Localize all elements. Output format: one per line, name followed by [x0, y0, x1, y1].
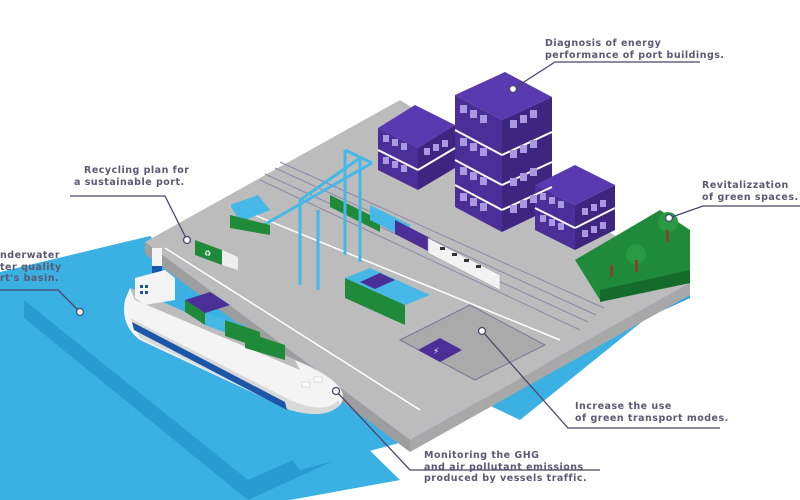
callout-transport-line2: of green transport modes. — [575, 412, 729, 424]
freight-train — [330, 195, 501, 291]
callout-recycling-line2: a sustainable port. — [74, 176, 185, 188]
recycle-icon: ♻ — [204, 249, 211, 258]
electric-charging-icon: ⚡ — [433, 347, 439, 357]
callout-water-line2: ter quality — [0, 261, 62, 273]
port-buildings — [377, 72, 616, 250]
callout-water-line3: rt's basin. — [0, 273, 60, 284]
callout-recycling-line1: Recycling plan for — [84, 165, 190, 176]
recycling-truck: ♻ — [195, 240, 238, 270]
callout-green-line1: Revitalizzation — [702, 180, 789, 191]
callout-energy-line2: performance of port buildings. — [545, 49, 725, 61]
callout-recycling: Recycling plan for a sustainable port. — [74, 165, 189, 188]
callout-energy-line1: Diagnosis of energy — [545, 38, 662, 49]
container-vessel — [124, 248, 343, 414]
callout-green-spaces: Revitalizzation of green spaces. — [702, 180, 799, 203]
callout-ghg-line3: produced by vessels traffic. — [424, 473, 588, 484]
callout-transport-line1: Increase the use — [575, 401, 672, 412]
gantry-crane — [254, 148, 373, 290]
callout-dot-icon — [75, 84, 674, 396]
callout-leaders — [0, 61, 800, 471]
callout-ghg-monitoring: Monitoring the GHG and air pollutant emi… — [424, 450, 587, 485]
callout-water-line1: nderwater — [0, 250, 61, 261]
callout-ghg-line2: and air pollutant emissions — [424, 461, 584, 473]
callout-green-transport: Increase the use of green transport mode… — [575, 401, 729, 424]
callout-green-line2: of green spaces. — [702, 191, 799, 203]
callout-water-quality: nderwater ter quality rt's basin. — [0, 250, 62, 285]
callout-ghg-line1: Monitoring the GHG — [424, 450, 540, 461]
container-stacks — [230, 195, 430, 325]
callout-energy: Diagnosis of energy performance of port … — [545, 38, 725, 61]
